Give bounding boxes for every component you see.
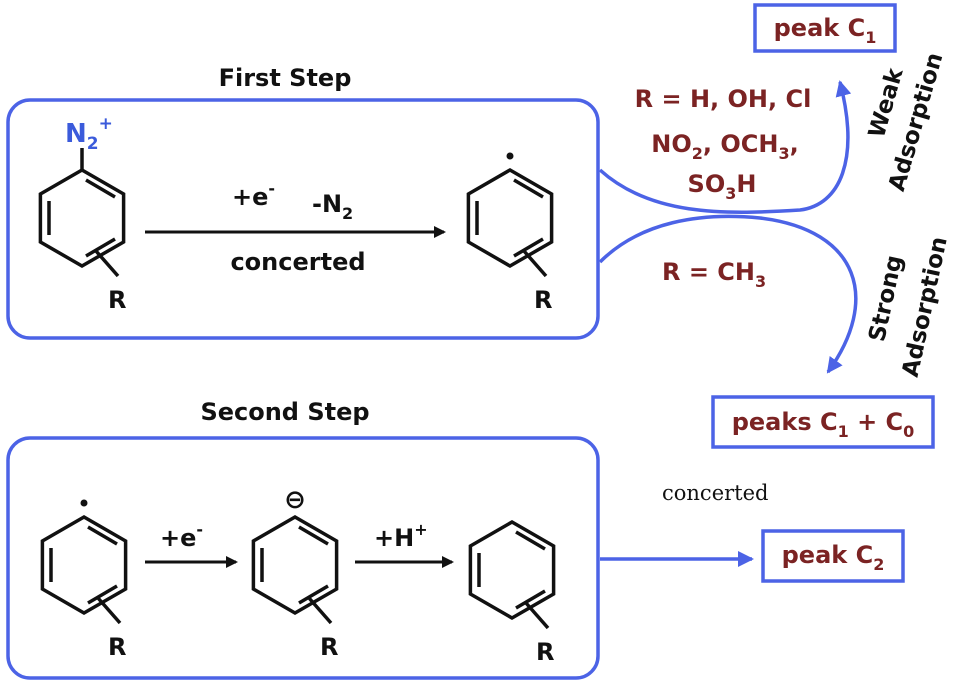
strong-r-group: R = CH3	[662, 258, 766, 291]
radical-substituent-label: R	[534, 286, 552, 314]
diazonium-group-label: N2+	[65, 114, 113, 154]
aryl-anion-ring	[251, 515, 339, 625]
radical-ring	[40, 499, 128, 625]
peaks-c1-c0-box	[711, 395, 935, 449]
reactant-substituent-label: R	[108, 286, 126, 314]
outflow-mode-label: concerted	[662, 481, 768, 505]
strong-adsorption-label: Strong Adsorption	[864, 234, 953, 379]
weak-r-groups-line1: R = H, OH, Cl	[635, 85, 812, 113]
peaks-c1-c0-label: peaks C1 + C0	[732, 408, 915, 441]
second-step-title: Second Step	[200, 398, 369, 426]
peak-c1-label: peak C1	[774, 14, 877, 47]
anion-ring-substituent: R	[320, 633, 338, 661]
radical-ring-substituent: R	[108, 633, 126, 661]
electron-transfer-label: +e-	[160, 520, 203, 552]
peak-c2-label: peak C2	[782, 541, 885, 574]
weak-adsorption-label: Weak Adsorption	[864, 50, 948, 194]
weak-r-groups-line3: SO3H	[688, 170, 757, 203]
strong-adsorption-flow	[598, 214, 858, 374]
aryl-radical-ring	[466, 152, 554, 278]
anion-charge-icon: ⊖	[284, 485, 306, 515]
first-step-mode-label: concerted	[230, 248, 365, 276]
weak-r-groups-line2: NO2, OCH3,	[651, 130, 798, 163]
protonation-label: +H+	[374, 520, 428, 552]
svg-text:Strong: Strong	[864, 253, 908, 344]
svg-text:Adsorption: Adsorption	[898, 234, 953, 379]
product-ring-substituent: R	[536, 638, 554, 666]
second-step-box	[6, 436, 600, 680]
diazonium-benzene-ring	[38, 148, 126, 278]
peak-c2-box	[761, 529, 905, 583]
first-step-electron-label: +e-	[232, 179, 275, 211]
peak-c1-box	[753, 3, 897, 53]
first-step-box	[6, 98, 600, 340]
weak-adsorption-flow	[598, 80, 852, 214]
benzene-product-ring	[468, 520, 556, 630]
first-step-n2-loss-label: -N2	[312, 190, 353, 223]
first-step-title: First Step	[219, 64, 352, 92]
